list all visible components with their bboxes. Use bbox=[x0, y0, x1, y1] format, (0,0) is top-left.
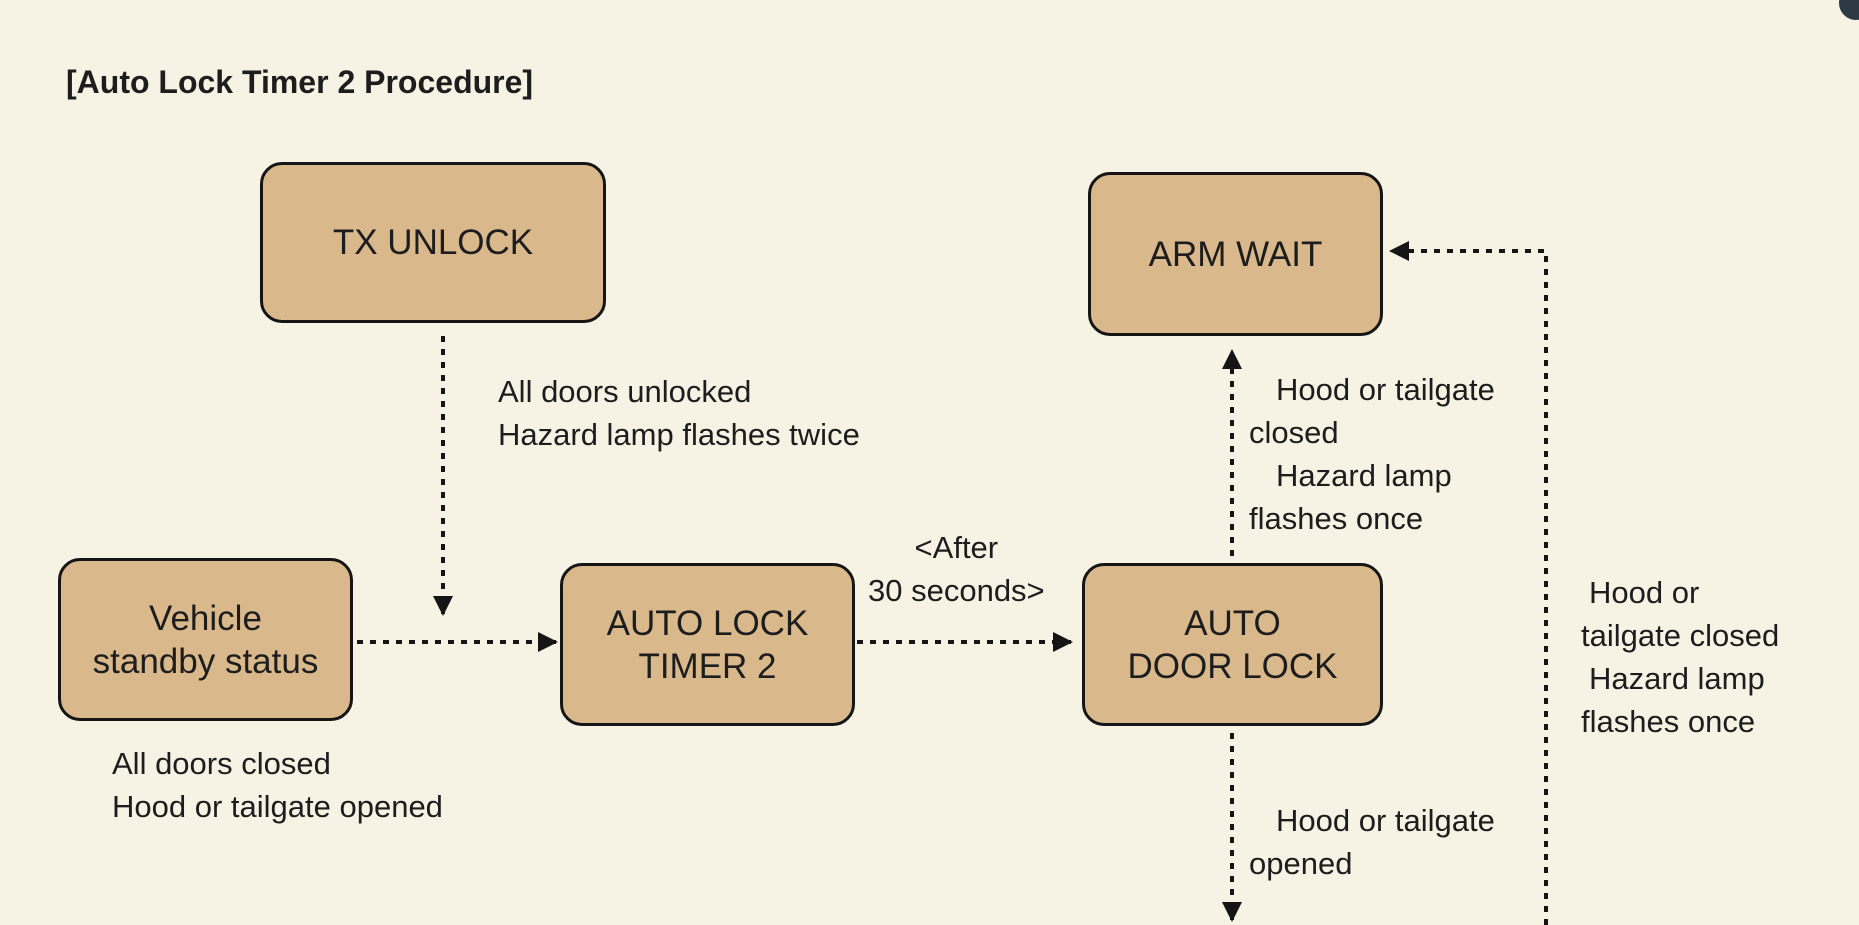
diagram-title: [Auto Lock Timer 2 Procedure] bbox=[66, 64, 534, 100]
label-tx-unlock-result: All doors unlocked Hazard lamp flashes t… bbox=[498, 370, 860, 456]
label-after-30-seconds: <After 30 seconds> bbox=[868, 526, 1045, 612]
label-return-line-4: flashes once bbox=[1581, 704, 1756, 739]
node-arm-wait-label: ARM WAIT bbox=[1148, 234, 1323, 274]
label-door-lock-down: Hood or tailgate opened bbox=[1249, 799, 1495, 885]
label-to-arm-wait-line-1: Hood or tailgate bbox=[1276, 372, 1495, 407]
node-auto-door-lock-line-1: AUTO bbox=[1184, 603, 1281, 643]
arrow-return-to-arm-wait bbox=[1389, 241, 1548, 925]
label-to-arm-wait-line-3: Hazard lamp bbox=[1276, 458, 1452, 493]
node-tx-unlock: TX UNLOCK bbox=[260, 162, 606, 323]
label-return-line-3: Hazard lamp bbox=[1589, 661, 1765, 696]
label-after-30-seconds-line-2: 30 seconds> bbox=[868, 573, 1045, 608]
label-return-line-2: tailgate closed bbox=[1581, 618, 1780, 653]
label-tx-unlock-line-2: Hazard lamp flashes twice bbox=[498, 417, 860, 452]
label-door-lock-down-line-1: Hood or tailgate bbox=[1276, 803, 1495, 838]
label-tx-unlock-line-1: All doors unlocked bbox=[498, 374, 752, 409]
label-to-arm-wait-line-2: closed bbox=[1249, 415, 1339, 450]
node-vehicle-standby-line-1: Vehicle bbox=[149, 598, 262, 638]
node-tx-unlock-label: TX UNLOCK bbox=[332, 223, 534, 262]
label-to-arm-wait-line-4: flashes once bbox=[1249, 501, 1424, 536]
label-after-30-seconds-line-1: <After bbox=[914, 530, 999, 565]
node-auto-lock-timer-line-2: TIMER 2 bbox=[638, 646, 777, 686]
node-vehicle-standby-status: Vehicle standby status bbox=[58, 558, 353, 721]
node-auto-lock-timer-2: AUTO LOCK TIMER 2 bbox=[560, 563, 855, 726]
label-standby-condition-line-1: All doors closed bbox=[112, 746, 331, 781]
node-vehicle-standby-line-2: standby status bbox=[92, 641, 319, 681]
node-auto-door-lock-line-2: DOOR LOCK bbox=[1127, 646, 1338, 686]
label-standby-condition-line-2: Hood or tailgate opened bbox=[112, 789, 443, 824]
label-to-arm-wait: Hood or tailgate closed Hazard lamp flas… bbox=[1249, 368, 1495, 540]
label-door-lock-down-line-2: opened bbox=[1249, 846, 1353, 881]
node-auto-door-lock: AUTO DOOR LOCK bbox=[1082, 563, 1383, 726]
window-control-icon[interactable] bbox=[1839, 0, 1859, 20]
label-return-line-1: Hood or bbox=[1589, 575, 1700, 610]
label-return-to-arm-wait: Hood or tailgate closed Hazard lamp flas… bbox=[1581, 571, 1779, 743]
node-auto-lock-timer-line-1: AUTO LOCK bbox=[606, 603, 809, 643]
label-standby-condition: All doors closed Hood or tailgate opened bbox=[112, 742, 443, 828]
node-arm-wait: ARM WAIT bbox=[1088, 172, 1383, 336]
